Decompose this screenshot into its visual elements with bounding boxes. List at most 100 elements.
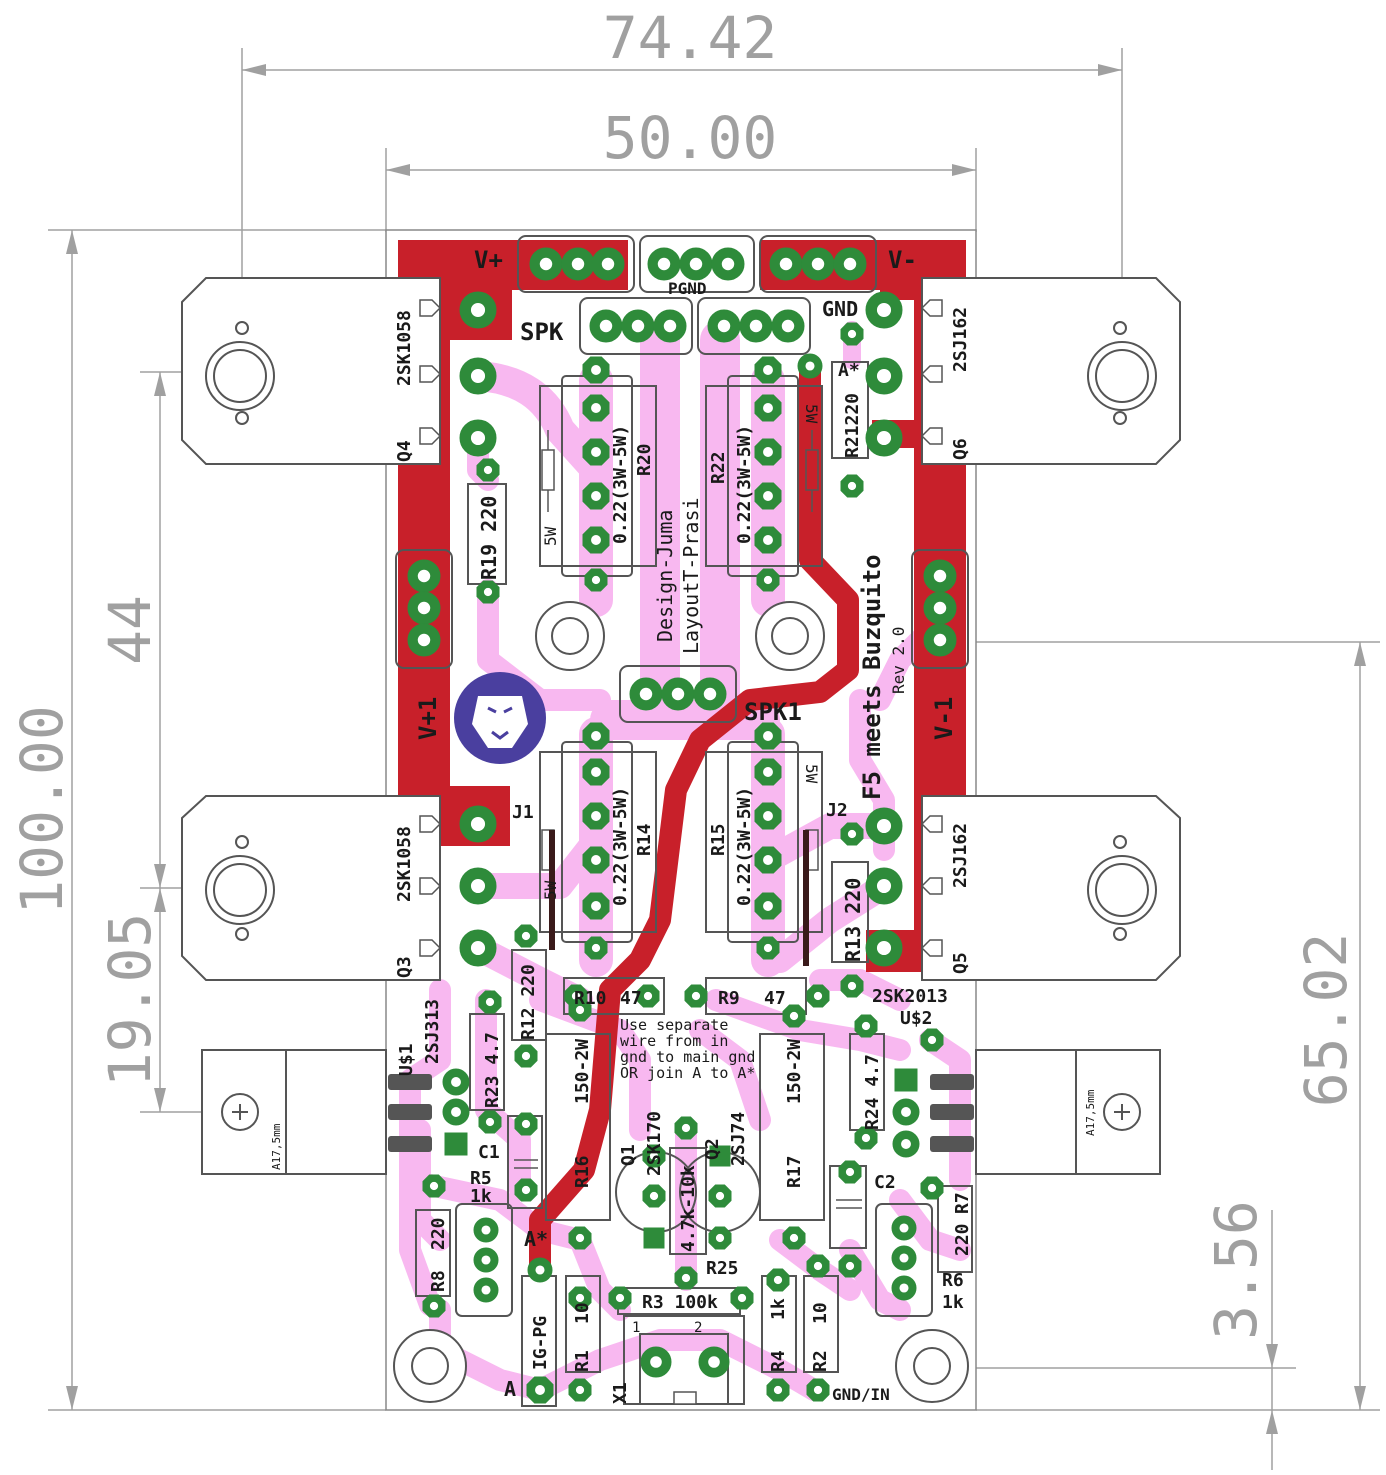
note-line-2: wire from in [620,1032,728,1050]
label-r19: R19 220 [477,496,501,580]
label-r4-val: 1k [768,1298,789,1320]
pad-110 [894,1068,918,1092]
pad-22-hole [932,600,948,616]
pad-9-hole [598,318,614,334]
pad-91-hole [574,1292,586,1304]
pad-10-hole [630,318,646,334]
transistor-q6 [921,277,1181,465]
label-pin1: 1 [632,1320,640,1336]
dim-65-02: 65.02 [1292,933,1360,1108]
pad-29-hole [875,429,893,447]
pad-15-hole [638,686,654,702]
pad-34-hole [875,877,893,895]
pad-72-hole [520,1050,532,1062]
pad-42-hole [762,364,774,376]
label-v1minus: V-1 [930,697,958,740]
pad-47-hole [762,574,774,586]
label-a: A [504,1377,516,1401]
label-r2-val: 10 [810,1302,831,1324]
pad-50-hole [590,810,602,822]
pad-45-hole [762,490,774,502]
pad-112-hole [900,1138,912,1150]
label-r6-val: 1k [942,1292,964,1313]
label-igpg: IG-PG [530,1316,551,1370]
pad-89-hole [614,1292,626,1304]
label-5w-r20: 5W [541,526,560,546]
pad-25-hole [469,367,487,385]
pad-77-hole [574,1004,586,1016]
pad-2-hole [600,256,616,272]
to220-pins [388,1074,974,1152]
label-x1: X1 [610,1382,631,1404]
label-c2: C2 [874,1172,896,1193]
label-r8-val: 220 [428,1217,449,1250]
label-r16-val: 150-2W [572,1039,593,1104]
label-r3: R3 100k [642,1292,718,1313]
dim-74-42: 74.42 [603,4,778,72]
pad-23-hole [932,632,948,648]
pad-114-hole [480,1254,492,1266]
pad-21-hole [932,568,948,584]
label-r22-val: 0.22(3W-5W) [734,425,755,544]
pad-111-hole [900,1106,912,1118]
pad-24-hole [469,301,487,319]
connector-outlines [395,235,969,1317]
label-r4: R4 [768,1350,789,1372]
label-spk: SPK [520,318,564,346]
label-q6-type: 2SJ162 [950,307,971,372]
pad-86-hole [428,1300,440,1312]
label-q6: Q6 [950,438,971,460]
label-q5: Q5 [950,952,971,974]
label-us1: U$1 [396,1043,417,1076]
label-r22: R22 [708,451,729,484]
pad-5-hole [720,256,736,272]
pad-69-hole [690,990,702,1002]
to220-right [975,1049,1161,1175]
pad-118-hole [898,1282,910,1294]
pad-116-hole [898,1222,910,1234]
label-q1-type: 2SK170 [644,1111,665,1176]
note-line-4: OR join A to A* [620,1064,755,1082]
label-pin2: 2 [694,1320,702,1336]
pad-30-hole [469,815,487,833]
pad-106 [709,1145,731,1167]
label-j1: J1 [512,802,534,823]
pad-120-hole [707,1355,721,1369]
pad-101 [643,1227,665,1249]
dim-50-00: 50.00 [603,104,778,172]
pad-54-hole [762,730,774,742]
label-q3: Q3 [394,956,415,978]
pad-32-hole [469,939,487,957]
pad-44-hole [762,446,774,458]
pad-107-hole [450,1076,462,1088]
dim-3-56: 3.56 [1202,1200,1270,1340]
pad-27-hole [875,301,893,319]
pad-87-hole [926,1034,938,1046]
label-r1: R1 [572,1350,593,1372]
label-r15-val: 0.22(3W-5W) [734,787,755,906]
label-gnd: GND [822,297,858,321]
label-r25-val: 4.7k-10k [678,1165,699,1252]
label-r13: R13 220 [841,878,865,962]
pad-19-hole [416,600,432,616]
pad-11-hole [662,318,678,334]
label-r6: R6 [942,1270,964,1291]
pad-48-hole [590,730,602,742]
label-heatsink-right: A17,5mm [1084,1089,1097,1136]
label-r10: R10 [574,988,607,1009]
transistor-pin-stubs [419,299,943,957]
pad-74-hole [484,1116,496,1128]
dim-44: 44 [96,595,164,665]
pad-51-hole [590,854,602,866]
pad-37-hole [590,402,602,414]
pad-12-hole [716,318,732,334]
copper-trace-spk1 [529,355,859,1281]
pad-98-hole [534,1264,546,1276]
dim-100-00: 100.00 [8,705,76,915]
pad-82-hole [520,1184,532,1196]
pad-113-hole [480,1224,492,1236]
pad-8-hole [842,256,858,272]
label-q5-type: 2SJ162 [950,823,971,888]
pad-109 [444,1132,468,1156]
